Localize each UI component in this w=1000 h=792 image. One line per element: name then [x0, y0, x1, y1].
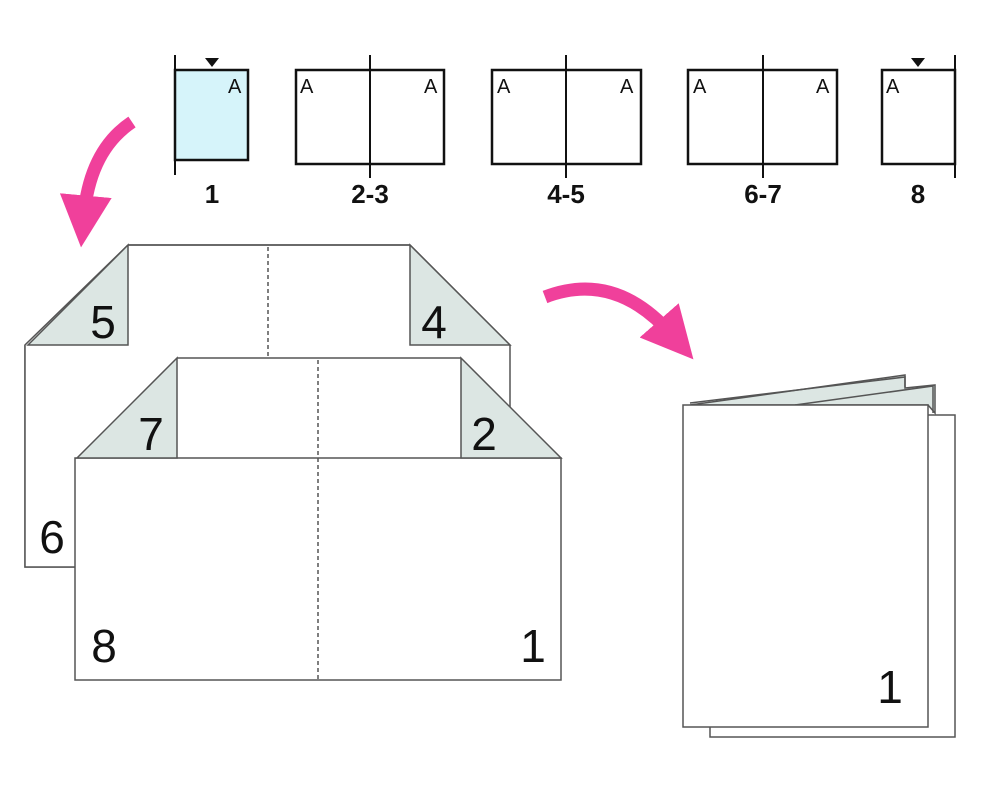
page-1-cover: A 1 [173, 55, 250, 209]
orientation-mark: A [497, 76, 511, 98]
page-number: 5 [90, 296, 116, 348]
orientation-mark: A [886, 76, 900, 98]
curved-arrow-icon [542, 282, 694, 360]
page-number: 7 [138, 408, 164, 460]
page-label: 4-5 [547, 179, 585, 209]
finished-booklet: 1 [682, 374, 956, 738]
folded-corner [460, 356, 563, 459]
diagram-shape [682, 404, 929, 728]
orientation-mark: A [693, 76, 707, 98]
orientation-mark: A [228, 76, 242, 98]
orientation-mark: A [816, 76, 830, 98]
folded-corner [75, 356, 178, 459]
spread-2-3: A A 2-3 [294, 55, 446, 209]
spread-4-5: A A 4-5 [490, 55, 643, 209]
orientation-mark: A [620, 76, 634, 98]
diagram-shape [74, 457, 562, 681]
orientation-mark: A [424, 76, 438, 98]
fold-marker-icon [205, 58, 219, 67]
page-number: 1 [520, 620, 546, 672]
diagram-shape [24, 345, 511, 568]
spread-6-7: A A 6-7 [686, 55, 839, 209]
folded-corner [409, 243, 512, 346]
diagram-shape [689, 376, 906, 404]
page-8-back-cover: A 8 [880, 55, 957, 209]
front-sheet: 7 2 8 1 [74, 356, 563, 681]
page-number: 2 [471, 408, 497, 460]
diagram-shape [794, 385, 934, 413]
page-number: 1 [877, 661, 903, 713]
page-number: 6 [39, 511, 65, 563]
diagram-shape [177, 358, 461, 458]
page-label: 6-7 [744, 179, 782, 209]
page-label: 8 [911, 179, 925, 209]
curved-arrow-icon [59, 116, 136, 248]
orientation-mark: A [300, 76, 314, 98]
page-number: 4 [421, 296, 447, 348]
fold-marker-icon [911, 58, 925, 67]
folded-corner [26, 243, 129, 346]
page-number: 8 [91, 620, 117, 672]
page-label: 1 [205, 179, 219, 209]
page-label: 2-3 [351, 179, 389, 209]
